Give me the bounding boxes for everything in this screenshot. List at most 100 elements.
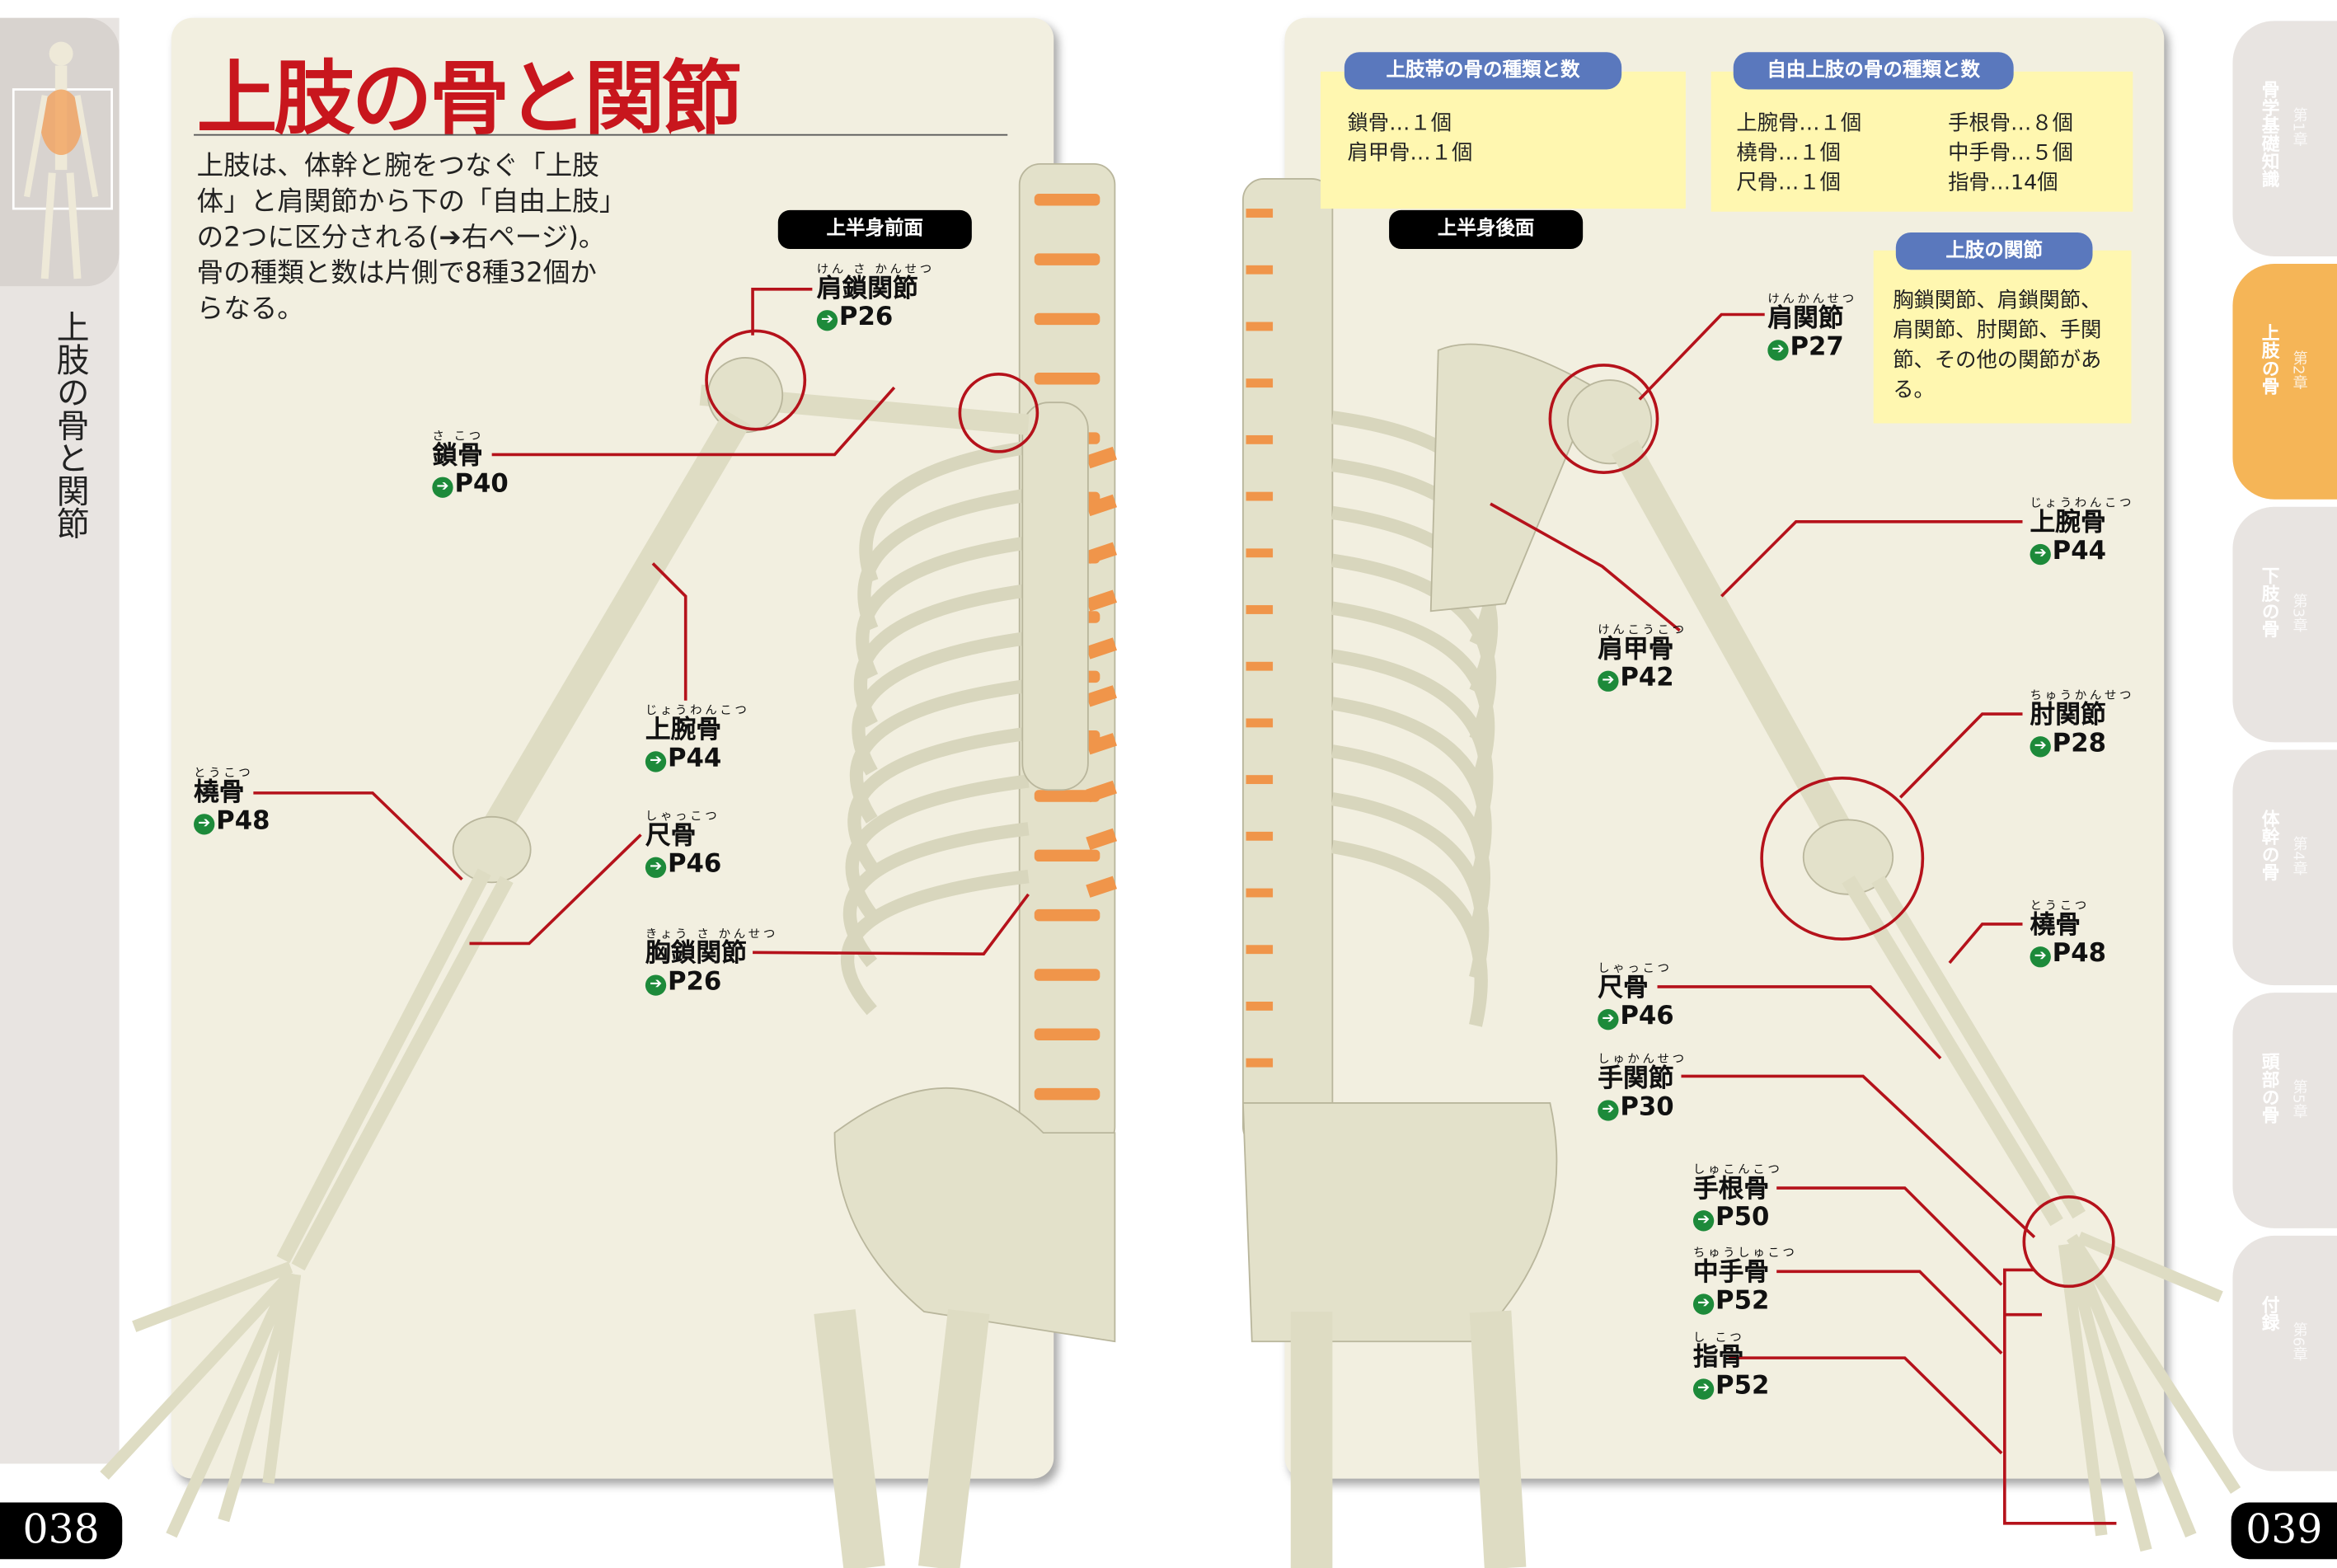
intervertebral-disc [1034, 908, 1100, 922]
chapter-title: 骨学基礎知識 [2259, 80, 2281, 188]
costal-cartilage [1086, 733, 1117, 755]
highlight-sternoclavicular [958, 373, 1039, 453]
chapter-tab-5[interactable]: 頭部の骨第5章 [2232, 993, 2337, 1228]
page-reference[interactable]: P44 [668, 744, 722, 774]
furigana: し こつ [1692, 1331, 1745, 1345]
label-ulna-front[interactable]: しゃっこつ尺骨➔P46 [645, 810, 721, 880]
intervertebral-disc [1246, 209, 1274, 218]
bone-name: 中手骨 [1692, 1257, 1770, 1289]
rib [1331, 839, 1488, 1027]
label-radius-front[interactable]: とうこつ橈骨➔P48 [194, 766, 270, 836]
forearm-back [1842, 876, 2086, 1227]
femur-front [814, 1309, 990, 1568]
arrow-right-icon: ➔ [2030, 736, 2051, 758]
bone-name: 橈骨 [2030, 910, 2081, 941]
label-radius-back[interactable]: とうこつ橈骨➔P48 [2030, 899, 2106, 969]
leader-lines [253, 287, 2117, 1525]
intervertebral-disc [1246, 1058, 1274, 1068]
bone-name: 上腕骨 [645, 715, 722, 746]
arrow-right-icon: ➔ [2030, 946, 2051, 968]
chapter-number: 第2章 [2289, 350, 2306, 390]
skeleton-thumbnail-icon [12, 41, 113, 279]
intervertebral-disc [1246, 605, 1274, 614]
page-reference[interactable]: P27 [1790, 332, 1844, 363]
chapter-number: 第3章 [2289, 593, 2306, 633]
page-reference[interactable]: P46 [1620, 1002, 1674, 1032]
furigana: けんかんせつ [1767, 292, 1857, 306]
pelvis-back [1241, 1102, 1558, 1343]
furigana: とうこつ [194, 766, 254, 780]
page-reference[interactable]: P26 [838, 303, 894, 333]
intervertebral-disc [1034, 849, 1100, 862]
page-reference[interactable]: P42 [1620, 663, 1674, 693]
free-limb-item: 中手骨…５個 [1948, 141, 2073, 166]
furigana: じょうわんこつ [2030, 496, 2135, 510]
arrow-right-icon: ➔ [645, 974, 667, 996]
label-clavicle[interactable]: さ こつ鎖骨➔P40 [432, 429, 509, 500]
page-reference[interactable]: P48 [216, 806, 270, 837]
intervertebral-disc [1246, 888, 1274, 898]
label-elbow-joint[interactable]: ちゅうかんせつ肘関節➔P28 [2030, 688, 2135, 758]
intervertebral-disc [1246, 265, 1274, 275]
bone-name: 尺骨 [645, 821, 697, 852]
label-ulna-back[interactable]: しゃっこつ尺骨➔P46 [1598, 961, 1674, 1032]
chapter-tab-4[interactable]: 体幹の骨第4章 [2232, 749, 2337, 986]
label-scapula[interactable]: けんこうこつ肩甲骨➔P42 [1598, 623, 1687, 693]
furigana: ちゅうかんせつ [2030, 688, 2135, 702]
arrow-right-icon: ➔ [1598, 1009, 1619, 1030]
hand-front [100, 1261, 302, 1538]
label-wrist-joint[interactable]: しゅかんせつ手関節➔P30 [1598, 1052, 1687, 1122]
furigana: じょうわんこつ [645, 703, 750, 717]
page-reference[interactable]: P26 [668, 967, 722, 998]
chapter-number: 第1章 [2289, 107, 2306, 147]
page-reference[interactable]: P30 [1620, 1092, 1674, 1123]
joints-box-heading: 上肢の関節 [1895, 232, 2093, 270]
costal-cartilage [1086, 446, 1117, 469]
page-reference[interactable]: P28 [2052, 729, 2106, 759]
label-humerus-back[interactable]: じょうわんこつ上腕骨➔P44 [2030, 496, 2135, 566]
chapter-title: 下肢の骨 [2259, 566, 2281, 638]
arrow-right-icon: ➔ [1767, 340, 1789, 361]
chapter-title: 頭部の骨 [2259, 1052, 2281, 1124]
view-badge-back: 上半身後面 [1389, 209, 1584, 249]
chapter-title: 体幹の骨 [2259, 809, 2281, 881]
page-title: 上肢の骨と関節 [196, 50, 743, 147]
hand-back [2058, 1232, 2241, 1552]
free-limb-box-heading: 自由上肢の骨の種類と数 [1733, 52, 2014, 90]
chapter-tab-6[interactable]: 付録第6章 [2232, 1235, 2337, 1472]
page-reference[interactable]: P52 [1715, 1371, 1770, 1401]
chapter-title: 上肢の骨 [2259, 323, 2281, 396]
furigana: しゃっこつ [645, 809, 720, 824]
highlight-shoulder [1548, 364, 1659, 474]
chapter-tab-1[interactable]: 骨学基礎知識第1章 [2232, 21, 2337, 256]
costal-cartilage [1086, 828, 1117, 851]
arrow-right-icon: ➔ [1692, 1378, 1715, 1400]
scapula [1429, 343, 1596, 613]
page-reference[interactable]: P48 [2052, 939, 2106, 969]
label-humerus-front[interactable]: じょうわんこつ上腕骨➔P44 [645, 703, 750, 773]
furigana: さ こつ [432, 429, 484, 443]
label-sternoclavicular[interactable]: きょう さ かんせつ胸鎖関節➔P26 [645, 927, 778, 998]
intervertebral-disc [1034, 790, 1100, 802]
label-phalanges[interactable]: し こつ指骨➔P52 [1692, 1331, 1770, 1401]
chapter-tab-3[interactable]: 下肢の骨第3章 [2232, 506, 2337, 743]
label-carpals[interactable]: しゅこんこつ手根骨➔P50 [1692, 1162, 1782, 1233]
sidebar-title: 上肢の骨と関節 [50, 310, 88, 540]
page-reference[interactable]: P50 [1715, 1203, 1770, 1233]
label-metacarpals[interactable]: ちゅうしゅこつ中手骨➔P52 [1692, 1246, 1798, 1317]
skeleton-thumbnail [0, 17, 120, 287]
bone-name: 手根骨 [1692, 1174, 1770, 1204]
chapter-tab-2[interactable]: 上肢の骨第2章 [2232, 264, 2337, 500]
page-reference[interactable]: P44 [2052, 536, 2106, 567]
bone-name: 胸鎖関節 [645, 939, 747, 969]
rib [857, 488, 1030, 632]
label-shoulder-joint[interactable]: けんかんせつ肩関節➔P27 [1767, 292, 1856, 362]
page-reference[interactable]: P46 [668, 849, 722, 880]
page-reference[interactable]: P52 [1715, 1286, 1770, 1317]
page-reference[interactable]: P40 [454, 469, 509, 500]
rib [859, 440, 1030, 584]
costal-cartilage [1086, 494, 1117, 517]
label-shoulder-acromioclavicular[interactable]: けん さ かんせつ肩鎖関節➔P26 [816, 262, 935, 333]
